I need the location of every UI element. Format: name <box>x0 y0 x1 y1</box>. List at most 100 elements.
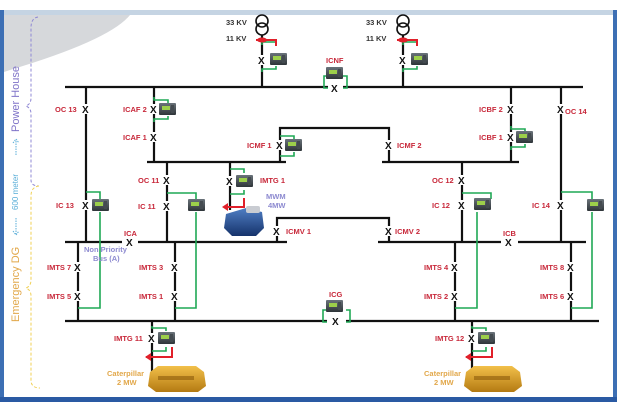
breaker-ic14[interactable]: X <box>557 201 564 212</box>
transformer-2-primary-voltage: 33 KV <box>366 18 387 27</box>
breaker-oc14[interactable]: X <box>557 105 564 116</box>
trip-arrow-icon <box>465 353 471 361</box>
label-icb: ICB <box>503 229 517 238</box>
breaker-icmv2[interactable]: X <box>385 227 392 238</box>
non-priority-bus-note: Non Priority Bus (A) <box>84 245 128 263</box>
transformer-primary-coil-icon <box>396 14 410 28</box>
breaker-imts4[interactable]: X <box>451 263 458 274</box>
label-imts5: IMTS 5 <box>47 292 71 301</box>
breaker-ic12[interactable]: X <box>458 201 465 212</box>
label-imts6: IMTS 6 <box>540 292 564 301</box>
breaker-icaf1[interactable]: X <box>150 133 157 144</box>
label-icaf2: ICAF 2 <box>123 105 147 114</box>
emergency-dg-label: Emergency DG <box>10 247 22 322</box>
relay-icnf-icon[interactable] <box>326 67 343 79</box>
breaker-icnf[interactable]: X <box>331 84 338 95</box>
label-imts4: IMTS 4 <box>424 263 449 272</box>
trip-coil-icon <box>398 37 408 43</box>
breaker-oc11[interactable]: X <box>163 176 170 187</box>
non-priority-line1: Non Priority <box>84 245 128 254</box>
breaker-tx2[interactable]: X <box>399 56 406 67</box>
breaker-icbf1[interactable]: X <box>507 133 514 144</box>
relay-imtg12-icon[interactable] <box>478 332 495 344</box>
mwm-name: MWM <box>266 192 286 201</box>
breaker-ic13[interactable]: X <box>82 201 89 212</box>
transformer-2-secondary-voltage: 11 KV <box>366 34 386 43</box>
relay-tx1-icon[interactable] <box>270 53 287 65</box>
breaker-icbf2[interactable]: X <box>507 105 514 116</box>
breaker-icmf1[interactable]: X <box>276 141 283 152</box>
label-ica: ICA <box>124 229 138 238</box>
breaker-oc12[interactable]: X <box>458 176 465 187</box>
relay-ic13-icon[interactable] <box>92 199 109 211</box>
breaker-imts5[interactable]: X <box>74 292 81 303</box>
breaker-icaf2[interactable]: X <box>150 105 157 116</box>
label-imts1: IMTS 1 <box>139 292 163 301</box>
label-ic11: IC 11 <box>138 202 156 211</box>
label-oc13: OC 13 <box>55 105 77 114</box>
label-icmv2: ICMV 2 <box>395 227 420 236</box>
breaker-ic11[interactable]: X <box>163 202 170 213</box>
relay-tx2-icon[interactable] <box>411 53 428 65</box>
breaker-imts6[interactable]: X <box>567 292 574 303</box>
trip-coil-icon <box>257 37 267 43</box>
generator-mwm[interactable]: MWM 4MW <box>224 192 286 236</box>
label-ic13: IC 13 <box>56 201 74 210</box>
generator-caterpillar-12[interactable]: Caterpillar 2 MW <box>424 366 522 392</box>
arrow-up-icon <box>12 138 20 155</box>
bus-lines <box>65 35 599 372</box>
frame <box>0 10 617 402</box>
frame-bottom-border <box>0 397 617 402</box>
label-icbf2: ICBF 2 <box>479 105 503 114</box>
side-annotation: Power House 600 meter Emergency DG <box>10 16 41 389</box>
label-icbf1: ICBF 1 <box>479 133 503 142</box>
cat11-name: Caterpillar <box>107 369 144 378</box>
breaker-imtg1[interactable]: X <box>226 177 233 188</box>
breaker-icg[interactable]: X <box>332 317 339 328</box>
power-house-label: Power House <box>10 66 22 132</box>
breaker-imts1[interactable]: X <box>171 292 178 303</box>
relays <box>92 53 604 344</box>
breaker-imts2[interactable]: X <box>451 292 458 303</box>
relay-imtg1-icon[interactable] <box>236 175 253 187</box>
label-icmf2: ICMF 2 <box>397 141 422 150</box>
breaker-imts3[interactable]: X <box>171 263 178 274</box>
breaker-tx1[interactable]: X <box>258 56 265 67</box>
relay-icg-icon[interactable] <box>326 300 343 312</box>
relay-icbf-icon[interactable] <box>516 131 533 143</box>
relay-icmf1-icon[interactable] <box>285 139 302 151</box>
frame-top-band <box>0 10 617 15</box>
trip-arrow-icon <box>222 203 228 211</box>
relay-icaf-icon[interactable] <box>159 103 176 115</box>
breaker-marks: X X X X X X X X X X X X X X X X X X X X … <box>74 56 574 345</box>
label-imtg12: IMTG 12 <box>435 334 464 343</box>
breaker-imtg12[interactable]: X <box>468 334 475 345</box>
label-ic12: IC 12 <box>432 201 450 210</box>
breaker-icmv1[interactable]: X <box>273 227 280 238</box>
breaker-imts7[interactable]: X <box>74 263 81 274</box>
breaker-ica[interactable]: X <box>126 238 133 249</box>
relay-ic11-icon[interactable] <box>188 199 205 211</box>
mwm-rating: 4MW <box>268 201 286 210</box>
transformer-1-secondary-voltage: 11 KV <box>226 34 246 43</box>
relay-imtg11-icon[interactable] <box>158 332 175 344</box>
frame-corner-swoosh <box>4 15 130 72</box>
arrow-down-icon <box>12 218 20 236</box>
relay-ic12-icon[interactable] <box>474 198 491 210</box>
label-imts8: IMTS 8 <box>540 263 564 272</box>
relay-ic14-icon[interactable] <box>587 199 604 211</box>
transformer-primary-coil-icon <box>255 14 269 28</box>
label-icg: ICG <box>329 290 343 299</box>
generator-caterpillar-11[interactable]: Caterpillar 2 MW <box>107 366 206 392</box>
cat12-name: Caterpillar <box>424 369 461 378</box>
breaker-labels: ICNF OC 13 ICAF 2 ICAF 1 ICBF 2 ICBF 1 O… <box>47 56 588 343</box>
transformer-1-primary-voltage: 33 KV <box>226 18 247 27</box>
breaker-imtg11[interactable]: X <box>148 334 155 345</box>
icmv-tie <box>275 216 391 226</box>
breaker-oc13[interactable]: X <box>82 105 89 116</box>
breaker-imts8[interactable]: X <box>567 263 574 274</box>
breaker-icmf2[interactable]: X <box>385 141 392 152</box>
label-imts3: IMTS 3 <box>139 263 163 272</box>
breaker-icb[interactable]: X <box>505 238 512 249</box>
